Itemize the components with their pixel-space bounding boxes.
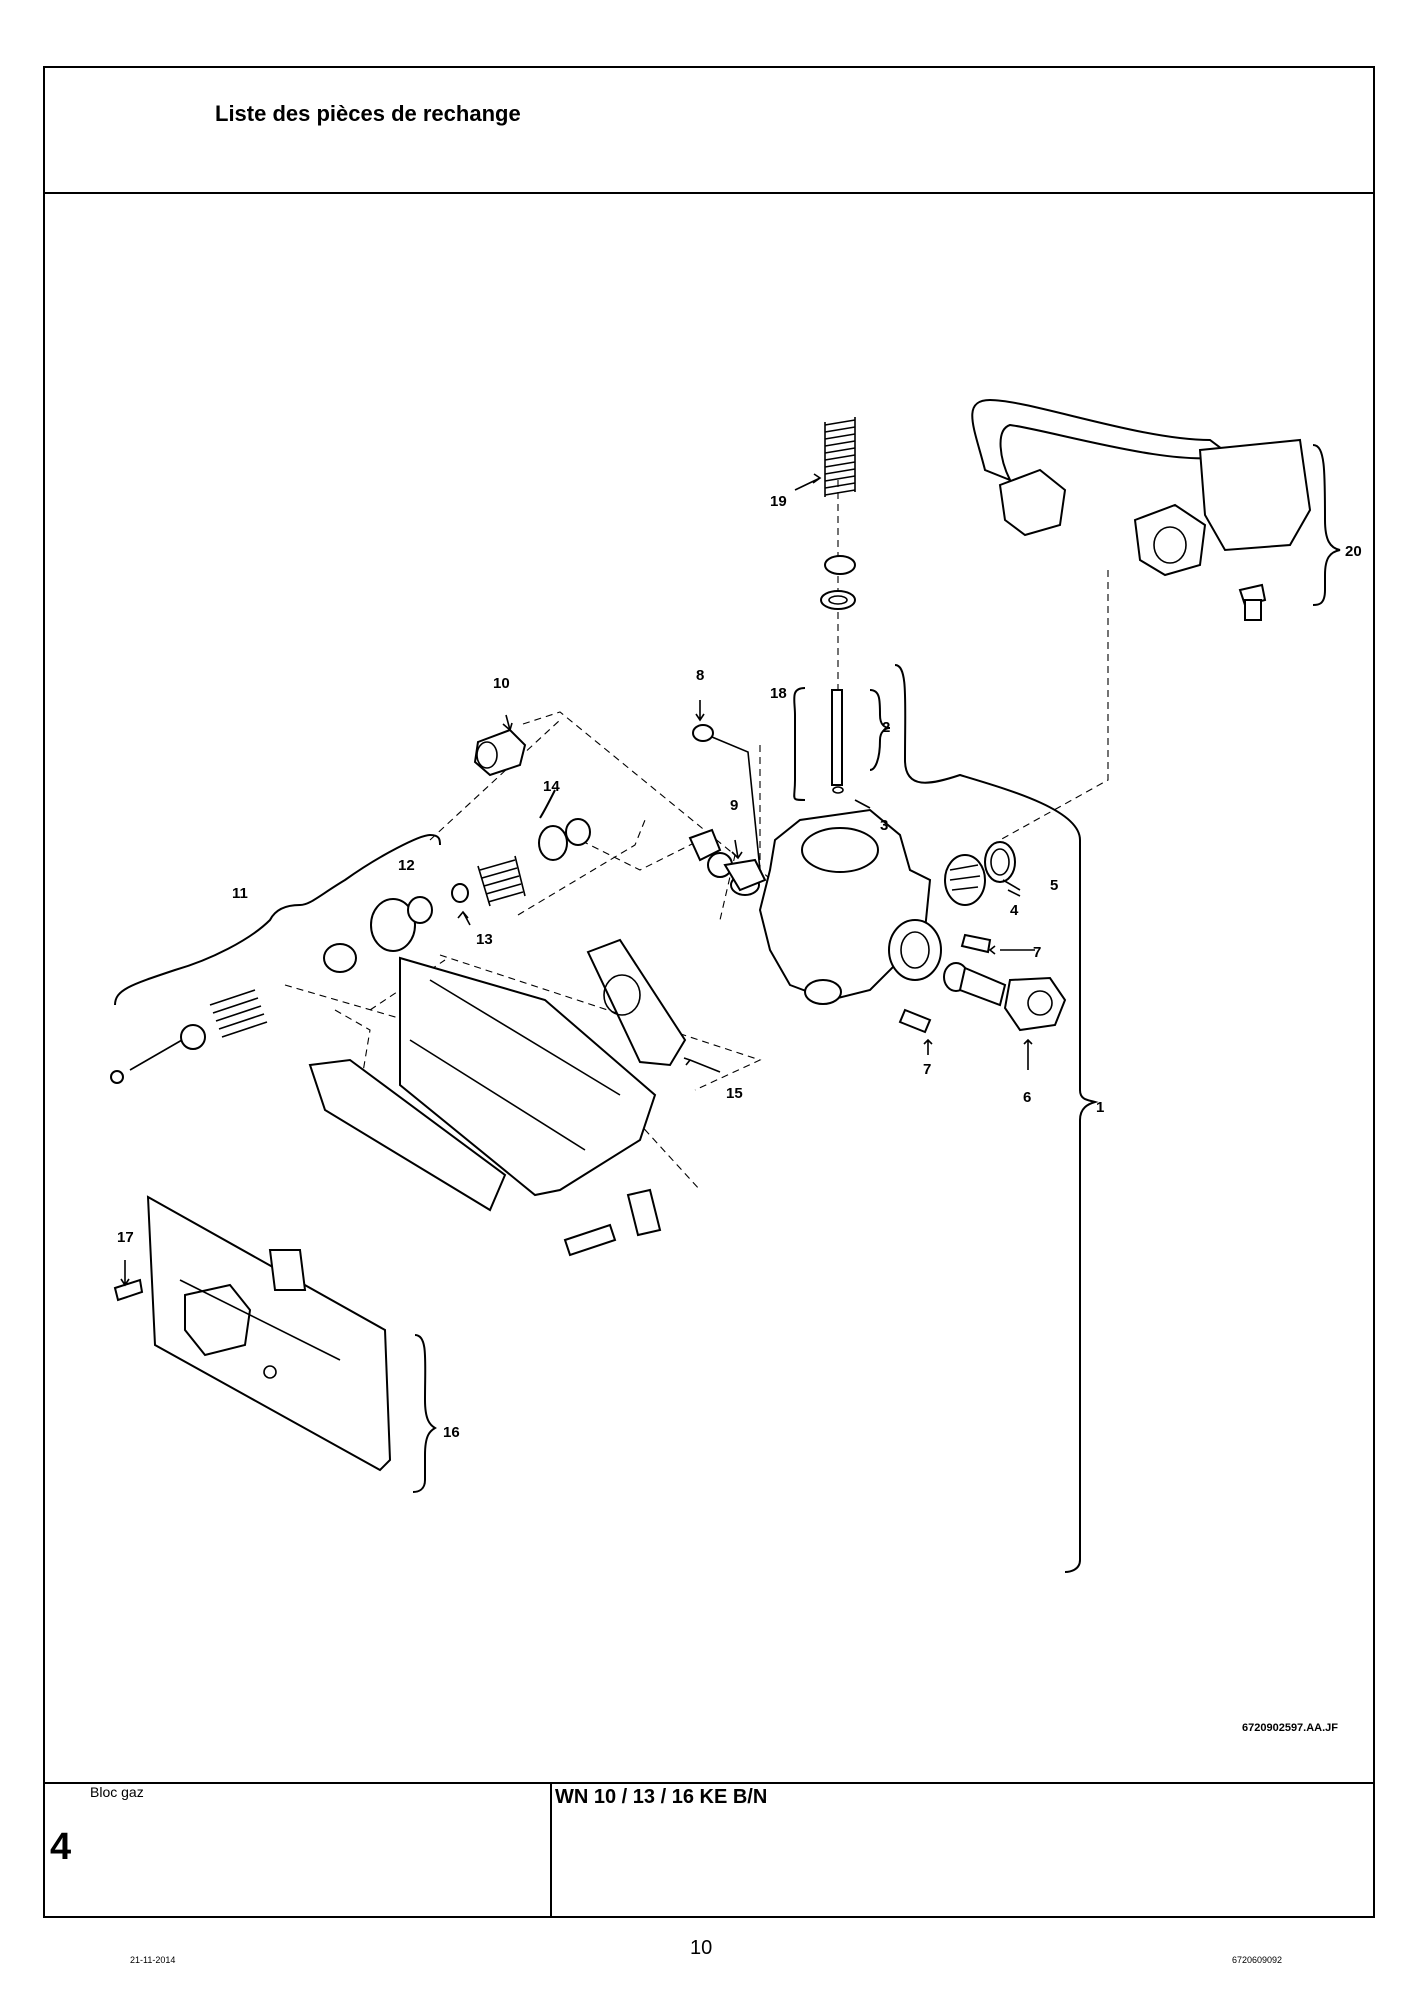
- callout-18: 18: [770, 685, 787, 702]
- callout-2: 2: [882, 719, 890, 736]
- diaphragm-14: [477, 818, 591, 907]
- callout-7-lower: 7: [923, 1061, 931, 1078]
- callout-6: 6: [1023, 1089, 1031, 1106]
- section-number: 4: [50, 1826, 72, 1868]
- callout-5: 5: [1050, 877, 1058, 894]
- footer-column-divider: [550, 1782, 552, 1918]
- callout-19: 19: [770, 493, 787, 510]
- nozzle-10: [473, 728, 527, 777]
- issue-date: 21-11-2014: [130, 1955, 176, 1965]
- page-frame: [43, 66, 1375, 1918]
- valve-6: [943, 962, 1067, 1032]
- callout-10: 10: [493, 675, 510, 692]
- spring-19: [824, 417, 856, 497]
- callout-11: 11: [232, 885, 248, 902]
- callout-17: 17: [117, 1229, 134, 1246]
- callout-8: 8: [696, 667, 704, 684]
- gasket-15: [586, 938, 687, 1067]
- screw-8: [692, 724, 761, 871]
- control-plate-16: [146, 1195, 392, 1472]
- diaphragm-12: [370, 883, 469, 952]
- callout-12: 12: [398, 857, 415, 874]
- filter-4: [944, 854, 986, 906]
- callout-4: 4: [1010, 902, 1019, 919]
- mounting-bracket: [308, 956, 662, 1257]
- footer-divider: [43, 1782, 1375, 1784]
- valve-seat-18: [820, 555, 856, 794]
- model-designation: WN 10 / 13 / 16 KE B/N: [555, 1786, 768, 1808]
- document-number: 6720609092: [1232, 1955, 1283, 1965]
- callout-13: 13: [476, 931, 493, 948]
- gas-pipe-20: [971, 398, 1312, 621]
- screw-7-lower: [898, 1008, 932, 1034]
- page-title: Liste des pièces de rechange: [215, 101, 521, 126]
- screw-7-upper: [960, 933, 992, 954]
- callout-16: 16: [443, 1424, 460, 1441]
- callout-3: 3: [880, 817, 888, 834]
- callout-9: 9: [730, 797, 738, 814]
- callout-14: 14: [543, 778, 560, 795]
- screw-17: [113, 1278, 144, 1302]
- ring-5: [984, 841, 1016, 883]
- spring-11: [110, 943, 357, 1084]
- callout-7-upper: 7: [1033, 944, 1041, 961]
- section-name: Bloc gaz: [90, 1784, 144, 1800]
- header-divider: [43, 192, 1375, 194]
- drawing-reference: 6720902597.AA.JF: [1242, 1722, 1339, 1734]
- callout-20: 20: [1345, 543, 1362, 560]
- gas-valve-body-1: [707, 808, 942, 1005]
- callout-15: 15: [726, 1085, 743, 1102]
- part-9: [688, 828, 767, 892]
- callout-1: 1: [1096, 1099, 1104, 1116]
- page-number: 10: [690, 1937, 713, 1959]
